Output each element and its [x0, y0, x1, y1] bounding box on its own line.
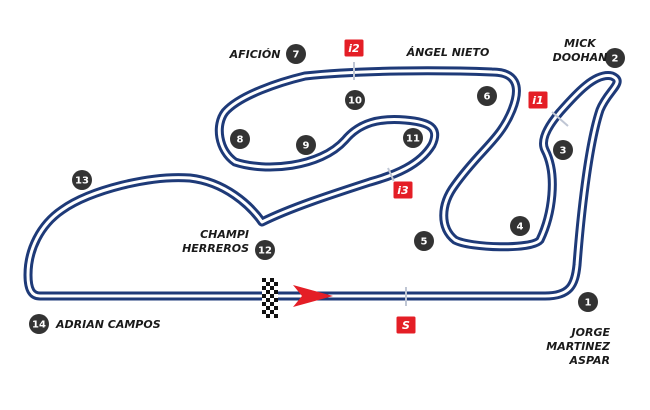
- turn-name-1: MARTINEZ: [546, 340, 611, 353]
- turn-badge-13: 13: [72, 170, 92, 190]
- turn-number: 11: [406, 134, 420, 145]
- turn-name-7: AFICIÓN: [229, 48, 281, 61]
- turn-name-12: CHAMPI: [200, 228, 249, 241]
- turn-name-1: JORGE: [570, 326, 611, 339]
- sector-tick-i1: [551, 111, 569, 127]
- turn-badge-circle: [477, 86, 497, 106]
- sector-marker-label: i2: [348, 42, 360, 55]
- turn-name-6: ÁNGEL NIETO: [406, 46, 490, 59]
- turn-badge-12: 12: [255, 240, 275, 260]
- turn-name-14: ADRIAN CAMPOS: [55, 318, 161, 331]
- turn-number: 8: [237, 135, 244, 146]
- turn-number: 9: [303, 141, 310, 152]
- turn-badge-9: 9: [296, 135, 316, 155]
- turn-badge-2: 2: [605, 48, 625, 68]
- turn-badge-6: 6: [477, 86, 497, 106]
- sector-marker-box: [343, 38, 365, 58]
- turn-badge-circle: [286, 44, 306, 64]
- turn-number: 10: [348, 96, 362, 107]
- sector-marker-i2: i2: [343, 38, 365, 58]
- turn-badge-7: 7: [286, 44, 306, 64]
- turn-badge-circle: [403, 128, 423, 148]
- sector-marker-s: S: [395, 315, 417, 335]
- turn-number: 13: [75, 176, 89, 187]
- turn-number: 4: [517, 222, 524, 233]
- turn-badge-circle: [345, 90, 365, 110]
- turn-badge-circle: [414, 231, 434, 251]
- turn-number: 5: [421, 237, 428, 248]
- turn-number: 14: [32, 320, 46, 331]
- checkered-flag-icon: [262, 278, 278, 318]
- sector-marker-box: [392, 180, 414, 200]
- turn-badge-circle: [230, 129, 250, 149]
- sector-marker-i1: i1: [527, 90, 549, 110]
- turn-number: 3: [560, 146, 567, 157]
- turn-name-2: DOOHAN: [553, 51, 608, 64]
- turn-badge-8: 8: [230, 129, 250, 149]
- turn-number: 7: [293, 50, 300, 61]
- turn-number: 1: [585, 298, 592, 309]
- turn-number: 12: [258, 246, 272, 257]
- turn-badge-3: 3: [553, 140, 573, 160]
- sector-marker-box: [395, 315, 417, 335]
- sector-marker-label: i3: [397, 184, 409, 197]
- turn-badge-circle: [296, 135, 316, 155]
- turn-badge-14: 14: [29, 314, 49, 334]
- turn-number: 6: [484, 92, 491, 103]
- turn-badge-1: 1: [578, 292, 598, 312]
- turn-badge-circle: [510, 216, 530, 236]
- circuit-track: [23, 66, 622, 301]
- turn-name-1: ASPAR: [569, 354, 610, 367]
- sector-marker-label: S: [402, 319, 410, 332]
- turn-badge-circle: [29, 314, 49, 334]
- sector-marker-label: i1: [532, 94, 543, 107]
- track-inner-line: [26, 69, 619, 298]
- turn-badge-10: 10: [345, 90, 365, 110]
- sector-marker-i3: i3: [392, 180, 414, 200]
- turn-badge-circle: [255, 240, 275, 260]
- direction-arrow-icon: [293, 285, 333, 307]
- turn-badge-4: 4: [510, 216, 530, 236]
- turn-badge-circle: [578, 292, 598, 312]
- turn-badge-circle: [605, 48, 625, 68]
- turn-name-2: MICK: [564, 37, 597, 50]
- sector-marker-box: [527, 90, 549, 110]
- turn-badge-circle: [553, 140, 573, 160]
- sector-markers: i1 i2 i3S: [343, 38, 549, 335]
- turn-badge-circle: [72, 170, 92, 190]
- turn-number: 2: [612, 54, 619, 65]
- turn-badge-11: 11: [403, 128, 423, 148]
- turn-name-12: HERREROS: [182, 242, 249, 255]
- turn-badge-5: 5: [414, 231, 434, 251]
